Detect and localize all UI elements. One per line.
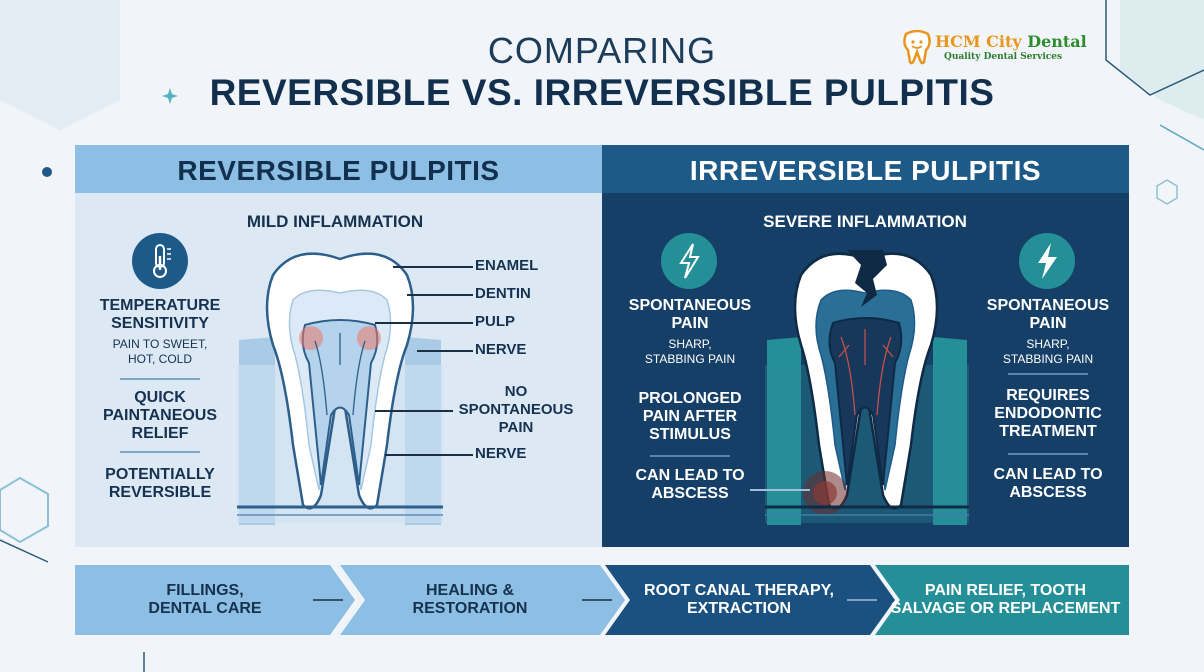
divider [1008, 373, 1088, 375]
page-title-line1: COMPARING [487, 30, 717, 71]
quick-relief-feature: QUICK PAINTANEOUS RELIEF [102, 389, 218, 442]
severe-inflammation-label: SEVERE INFLAMMATION [763, 212, 967, 231]
reversible-heading-bar: REVERSIBLE PULPITIS [75, 145, 602, 193]
no-spontaneous-pain-label: NO SPONTANEOUS PAIN [458, 383, 574, 436]
irreversible-heading-bar: IRREVERSIBLE PULPITIS [602, 145, 1129, 193]
reversible-pulpitis-panel: REVERSIBLE PULPITIS MILD INFLAMMATION TE… [75, 145, 602, 547]
dentin-label: DENTIN [475, 285, 531, 302]
logo-name: HCM City Dental [935, 32, 1087, 51]
flow-step-root-canal: ROOT CANAL THERAPY, EXTRACTION [644, 582, 834, 617]
divider [120, 451, 200, 453]
spontaneous-pain-title-right: SPONTANEOUS PAIN [986, 297, 1110, 332]
mild-inflammation-label: MILD INFLAMMATION [246, 212, 424, 231]
abscess-feature-left: CAN LEAD TO ABSCESS [635, 467, 745, 502]
leader-line [417, 350, 473, 352]
spontaneous-pain-title: SPONTANEOUS PAIN [628, 297, 752, 332]
tooth-logo-icon [903, 30, 931, 65]
lightning-bolt-icon [661, 233, 717, 289]
reversible-heading: REVERSIBLE PULPITIS [177, 155, 500, 186]
lightning-bolt-icon [1019, 233, 1075, 289]
endodontic-treatment-feature: REQUIRES ENDODONTIC TREATMENT [994, 387, 1102, 440]
potentially-reversible-feature: POTENTIALLY REVERSIBLE [105, 466, 215, 501]
divider [120, 378, 200, 380]
page-title-line2: REVERSIBLE VS. IRREVERSIBLE PULPITIS [209, 72, 995, 113]
flow-step-fillings: FILLINGS, DENTAL CARE [148, 582, 262, 617]
spontaneous-pain-detail: SHARP, STABBING PAIN [644, 337, 736, 366]
flow-step-pain-relief: PAIN RELIEF, TOOTH SALVAGE OR REPLACEMEN… [890, 582, 1121, 617]
flow-step-healing: HEALING & RESTORATION [412, 582, 528, 617]
spontaneous-pain-detail-right: SHARP, STABBING PAIN [1002, 337, 1094, 366]
divider [1008, 453, 1088, 455]
nerve-label: NERVE [475, 341, 527, 358]
treatment-flow-arrows [75, 565, 1129, 635]
leader-line [407, 294, 473, 296]
leader-line [393, 266, 473, 268]
divider [650, 455, 730, 457]
temperature-sensitivity-title: TEMPERATURE SENSITIVITY [99, 297, 221, 332]
healthy-tooth-illustration [237, 252, 443, 525]
thermometer-icon [132, 233, 188, 289]
leader-line [375, 322, 473, 324]
logo-tagline: Quality Dental Services [944, 52, 1063, 62]
abscess-feature-right: CAN LEAD TO ABSCESS [993, 466, 1103, 501]
leader-line [385, 454, 473, 456]
enamel-label: ENAMEL [475, 257, 539, 274]
leader-line [750, 489, 810, 491]
inflamed-tooth-illustration [765, 250, 969, 525]
irreversible-heading: IRREVERSIBLE PULPITIS [689, 155, 1042, 186]
nerve-label-lower: NERVE [475, 445, 527, 462]
irreversible-pulpitis-panel: IRREVERSIBLE PULPITIS SEVERE INFLAMMATIO… [602, 145, 1129, 547]
temperature-sensitivity-detail: PAIN TO SWEET, HOT, COLD [112, 337, 208, 366]
leader-line [375, 410, 453, 412]
pulp-label: PULP [475, 313, 516, 330]
prolonged-pain-feature: PROLONGED PAIN AFTER STIMULUS [638, 390, 742, 443]
clinic-logo: HCM City Dental Quality Dental Services [900, 28, 1087, 68]
